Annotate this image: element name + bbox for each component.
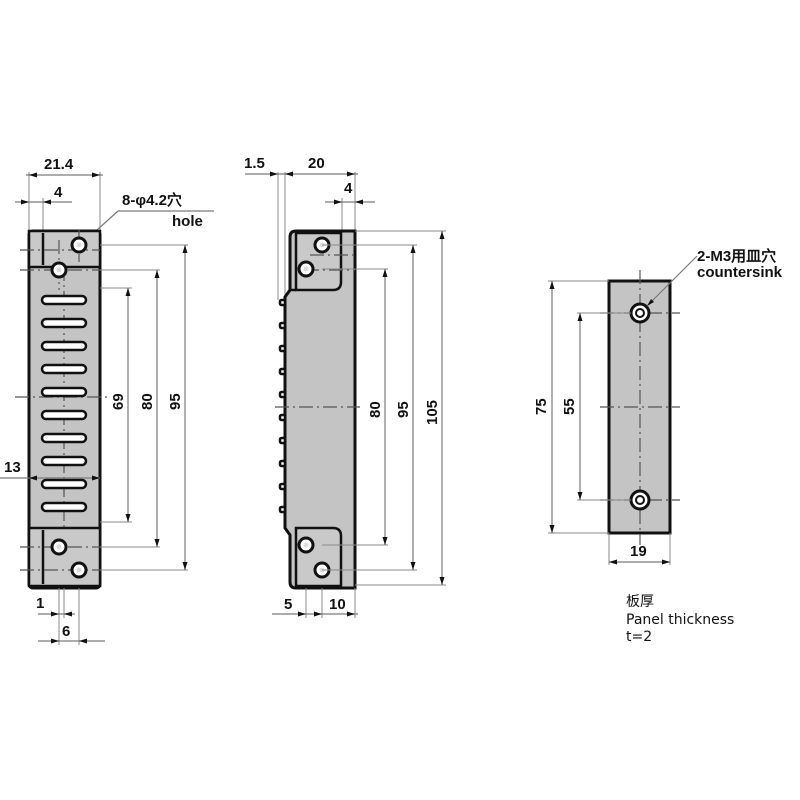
panel-note-value: t=2 — [626, 629, 652, 645]
countersink-note-jp: 2-M3用皿穴 — [697, 247, 776, 265]
panel-thickness-note: 板厚 Panel thickness t=2 — [626, 594, 734, 645]
dim-13: 13 — [4, 459, 21, 476]
mounting-holes — [50, 236, 88, 579]
hole-note-jp: 8-φ4.2穴 — [122, 191, 182, 209]
dim-21-4: 21.4 — [44, 156, 74, 173]
dim-10: 10 — [329, 596, 346, 613]
panel-note-jp: 板厚 — [626, 594, 654, 610]
side-view: 1.5 20 4 — [244, 155, 446, 618]
dim-95-side: 95 — [395, 401, 412, 418]
dim-1: 1 — [36, 595, 44, 612]
dim-4-side: 4 — [344, 180, 353, 197]
panel-note-en: Panel thickness — [626, 612, 734, 628]
dim-1-5: 1.5 — [244, 155, 265, 172]
vent-slots — [40, 294, 88, 513]
dim-75: 75 — [533, 398, 550, 415]
side-teeth — [278, 298, 287, 514]
dim-69: 69 — [110, 393, 127, 410]
dim-80-side: 80 — [367, 401, 384, 418]
dim-105: 105 — [424, 400, 441, 425]
dim-5: 5 — [284, 596, 292, 613]
dim-6: 6 — [62, 623, 70, 640]
dim-95-front: 95 — [167, 393, 184, 410]
dim-19: 19 — [630, 543, 647, 560]
dim-55: 55 — [561, 398, 578, 415]
mount-plate-view: 2-M3用皿穴 countersink 75 55 19 — [533, 247, 783, 565]
front-view: 21.4 4 8-φ4.2穴 hole — [0, 156, 214, 645]
hole-note-en: hole — [172, 213, 203, 230]
countersink-note-en: countersink — [697, 264, 783, 281]
dim-4-top: 4 — [54, 184, 63, 201]
dim-20: 20 — [308, 155, 325, 172]
dim-80-front: 80 — [139, 393, 156, 410]
